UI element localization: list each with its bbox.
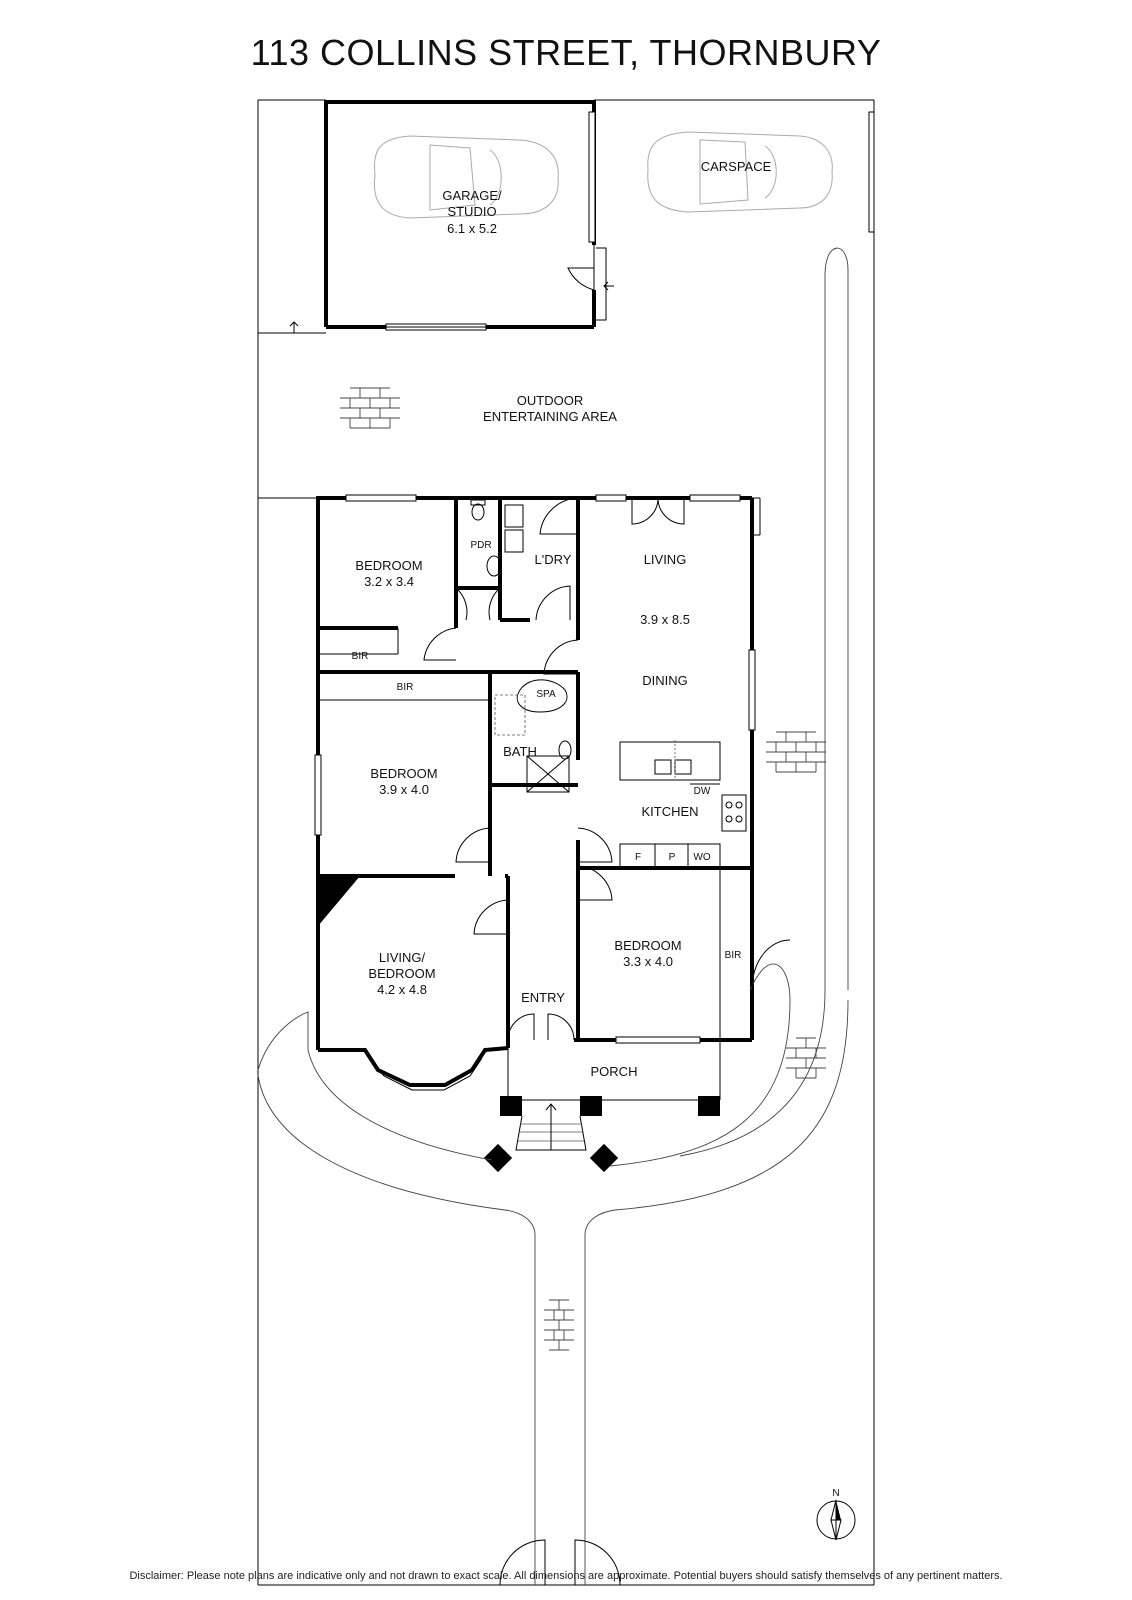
fixtures bbox=[470, 499, 747, 832]
outdoor-name-1: OUTDOOR bbox=[517, 393, 583, 408]
north-arrow-small-icon bbox=[289, 321, 299, 333]
outdoor-name-2: ENTERTAINING AREA bbox=[483, 409, 617, 424]
car-icon bbox=[373, 135, 559, 219]
bath-label: BATH bbox=[503, 744, 537, 759]
living-bedroom-dims: 4.2 x 4.8 bbox=[377, 982, 427, 997]
laundry-label: L'DRY bbox=[535, 552, 572, 567]
bir-3-label: BIR bbox=[725, 950, 742, 961]
steps bbox=[515, 1103, 587, 1151]
disclaimer: Disclaimer: Please note plans are indica… bbox=[129, 1570, 1003, 1582]
car-icon bbox=[647, 131, 833, 213]
bedroom-front-name: BEDROOM bbox=[614, 938, 681, 953]
bedroom-front-dims: 3.3 x 4.0 bbox=[623, 954, 673, 969]
spa-label: SPA bbox=[536, 689, 556, 700]
paving-icon bbox=[340, 387, 400, 429]
bay-window bbox=[318, 876, 509, 1091]
garage-studio bbox=[324, 100, 614, 331]
carspace-label: CARSPACE bbox=[701, 159, 772, 174]
compass-north-label: N bbox=[832, 1488, 839, 1499]
compass-icon: N bbox=[816, 1488, 856, 1541]
outdoor-entertaining-label: OUTDOOR ENTERTAINING AREA bbox=[483, 393, 617, 424]
kitchen-label: KITCHEN bbox=[641, 804, 698, 819]
garage-name-1: GARAGE/ bbox=[442, 188, 502, 203]
paving-icon bbox=[766, 731, 826, 773]
porch-label: PORCH bbox=[591, 1064, 638, 1079]
living-name: LIVING bbox=[644, 552, 687, 567]
paving-icon bbox=[544, 1299, 574, 1351]
entry-arrow-icon bbox=[603, 281, 614, 291]
bedroom-mid-name: BEDROOM bbox=[370, 766, 437, 781]
porch bbox=[483, 1040, 721, 1173]
living-dims: 3.9 x 8.5 bbox=[640, 612, 690, 627]
entry-arrow-icon bbox=[545, 1103, 557, 1150]
bir-1-label: BIR bbox=[352, 651, 369, 662]
room-labels: BEDROOM 3.2 x 3.4 PDR L'DRY LIVING 3.9 x… bbox=[352, 540, 742, 1079]
door-swings bbox=[423, 497, 791, 1041]
bir-2-label: BIR bbox=[397, 682, 414, 693]
house-walls bbox=[258, 494, 761, 1050]
living-bedroom-name-1: LIVING/ bbox=[379, 950, 426, 965]
front-path bbox=[257, 963, 849, 1586]
dining-label: DINING bbox=[642, 673, 688, 688]
garage-label: GARAGE/ STUDIO 6.1 x 5.2 bbox=[442, 188, 502, 236]
property-boundary bbox=[257, 99, 875, 1586]
side-path bbox=[824, 247, 849, 990]
fridge-label: F bbox=[635, 852, 641, 863]
garage-dims: 6.1 x 5.2 bbox=[447, 221, 497, 236]
bedroom-mid-dims: 3.9 x 4.0 bbox=[379, 782, 429, 797]
garage-name-2: STUDIO bbox=[447, 204, 496, 219]
dishwasher-label: DW bbox=[694, 786, 711, 797]
bedroom-rear-dims: 3.2 x 3.4 bbox=[364, 574, 414, 589]
front-gate-swing bbox=[499, 1539, 621, 1586]
wall-oven-label: WO bbox=[693, 852, 710, 863]
pdr-label: PDR bbox=[470, 540, 491, 551]
paving-icon bbox=[786, 1037, 826, 1079]
entry-label: ENTRY bbox=[521, 990, 565, 1005]
bedroom-rear-name: BEDROOM bbox=[355, 558, 422, 573]
pantry-label: P bbox=[669, 852, 676, 863]
garage-door-swing bbox=[567, 245, 595, 291]
living-bedroom-name-2: BEDROOM bbox=[368, 966, 435, 981]
page-title: 113 COLLINS STREET, THORNBURY bbox=[250, 32, 882, 73]
